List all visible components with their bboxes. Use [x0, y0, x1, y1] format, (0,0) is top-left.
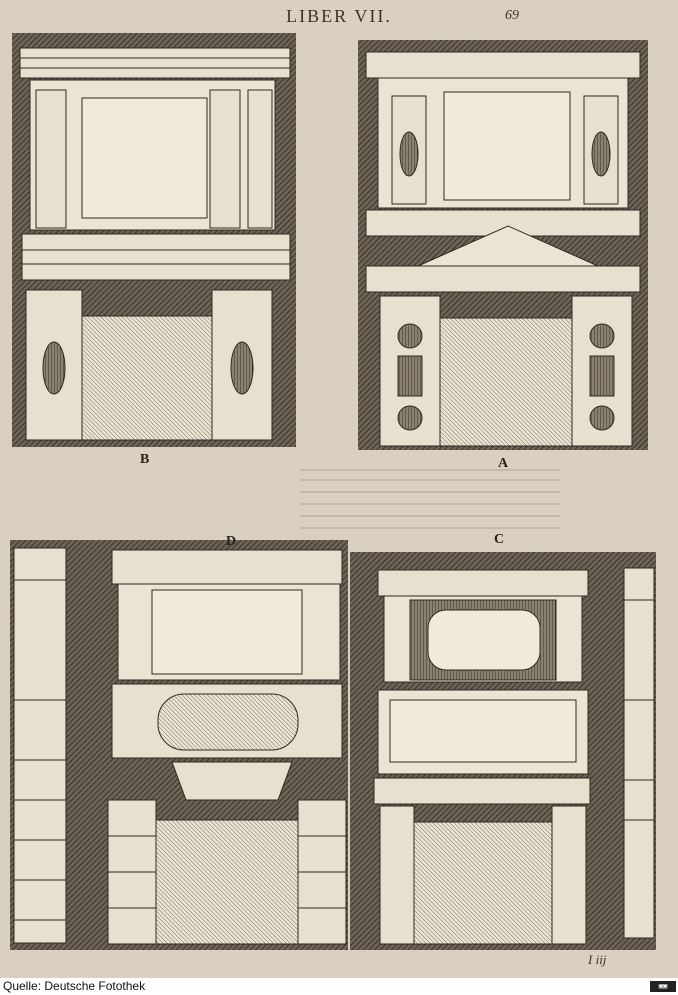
- plate-label-d: D: [226, 534, 237, 549]
- page-number: 69: [505, 8, 519, 23]
- watermark-logo-icon: ▣▣: [650, 981, 676, 992]
- plate-label-c: C: [494, 532, 505, 547]
- running-head: LIBER VII.: [286, 6, 392, 26]
- signature-mark: I iij: [588, 952, 607, 967]
- plate-d-chimneypiece: [10, 540, 348, 950]
- plate-b-chimneypiece: [12, 33, 296, 447]
- show-through-text: [300, 469, 560, 529]
- credit-bar: Quelle: Deutsche Fotothek ▣▣: [0, 978, 678, 995]
- plate-c-chimneypiece: [350, 552, 656, 950]
- source-credit: Quelle: Deutsche Fotothek: [3, 979, 146, 993]
- plate-label-a: A: [498, 456, 509, 471]
- plate-label-b: B: [140, 452, 150, 467]
- plate-a-chimneypiece: [358, 40, 648, 450]
